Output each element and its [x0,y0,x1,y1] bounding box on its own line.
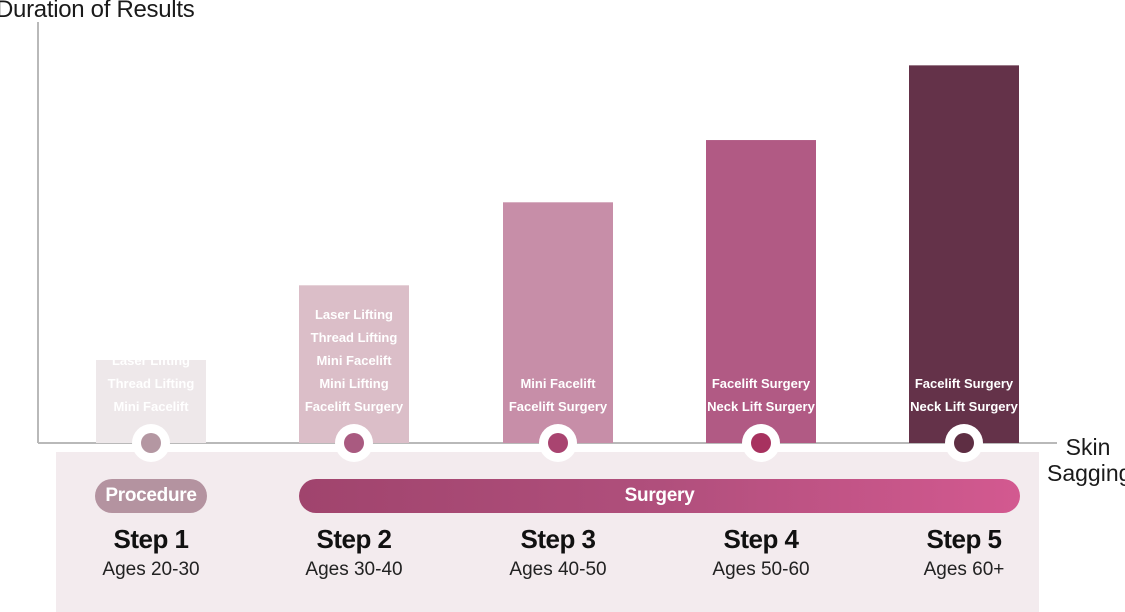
step-label-4: Step 4 Ages 50-60 [681,524,841,582]
x-axis-title: Skin Sagging [1047,434,1125,486]
bar-step-3 [503,202,613,443]
bar-label: Thread Lifting [310,330,398,345]
bar-label: Facelift Surgery [711,376,811,391]
steps-panel [56,452,1039,612]
step-label-3: Step 3 Ages 40-50 [478,524,638,582]
step-title: Step 4 [723,524,799,554]
step-label-2: Step 2 Ages 30-40 [274,524,434,582]
step-ages: Ages 40-50 [509,559,607,580]
marker-dot-4 [751,433,771,453]
y-axis-title: Duration of Results [0,0,195,23]
bar-label: Facelift Surgery [304,399,404,414]
bar-label: Mini Facelift [113,399,189,414]
bar-step-5 [909,65,1019,443]
step-title: Step 5 [926,524,1002,554]
step-label-5: Step 5 Ages 60+ [884,524,1044,582]
marker-dot-2 [344,433,364,453]
marker-dot-1 [141,433,161,453]
bar-label: Mini Lifting [319,376,389,391]
marker-dot-5 [954,433,974,453]
bar-label: Facelift Surgery [508,399,608,414]
bar-label: Neck Lift Surgery [910,399,1018,414]
bar-label: Laser Lifting [111,353,190,368]
step-title: Step 3 [520,524,596,554]
step-ages: Ages 30-40 [305,559,403,580]
bar-label: Neck Lift Surgery [707,399,815,414]
bar-label: Facelift Surgery [914,376,1014,391]
bar-step-4 [706,140,816,444]
step-ages: Ages 50-60 [712,559,810,580]
bar-label: Mini Facelift [520,376,596,391]
procedure-pill: Procedure [95,479,207,513]
step-ages: Ages 20-30 [102,559,200,580]
step-ages: Ages 60+ [923,559,1005,580]
step-title: Step 2 [316,524,392,554]
step-title: Step 1 [113,524,189,554]
bar-label: Mini Facelift [316,353,392,368]
surgery-pill: Surgery [299,479,1020,513]
bar-step-2 [299,285,409,443]
step-label-1: Step 1 Ages 20-30 [71,524,231,582]
bar-label: Thread Lifting [107,376,195,391]
bar-label: Laser Lifting [314,307,393,322]
marker-dot-3 [548,433,568,453]
